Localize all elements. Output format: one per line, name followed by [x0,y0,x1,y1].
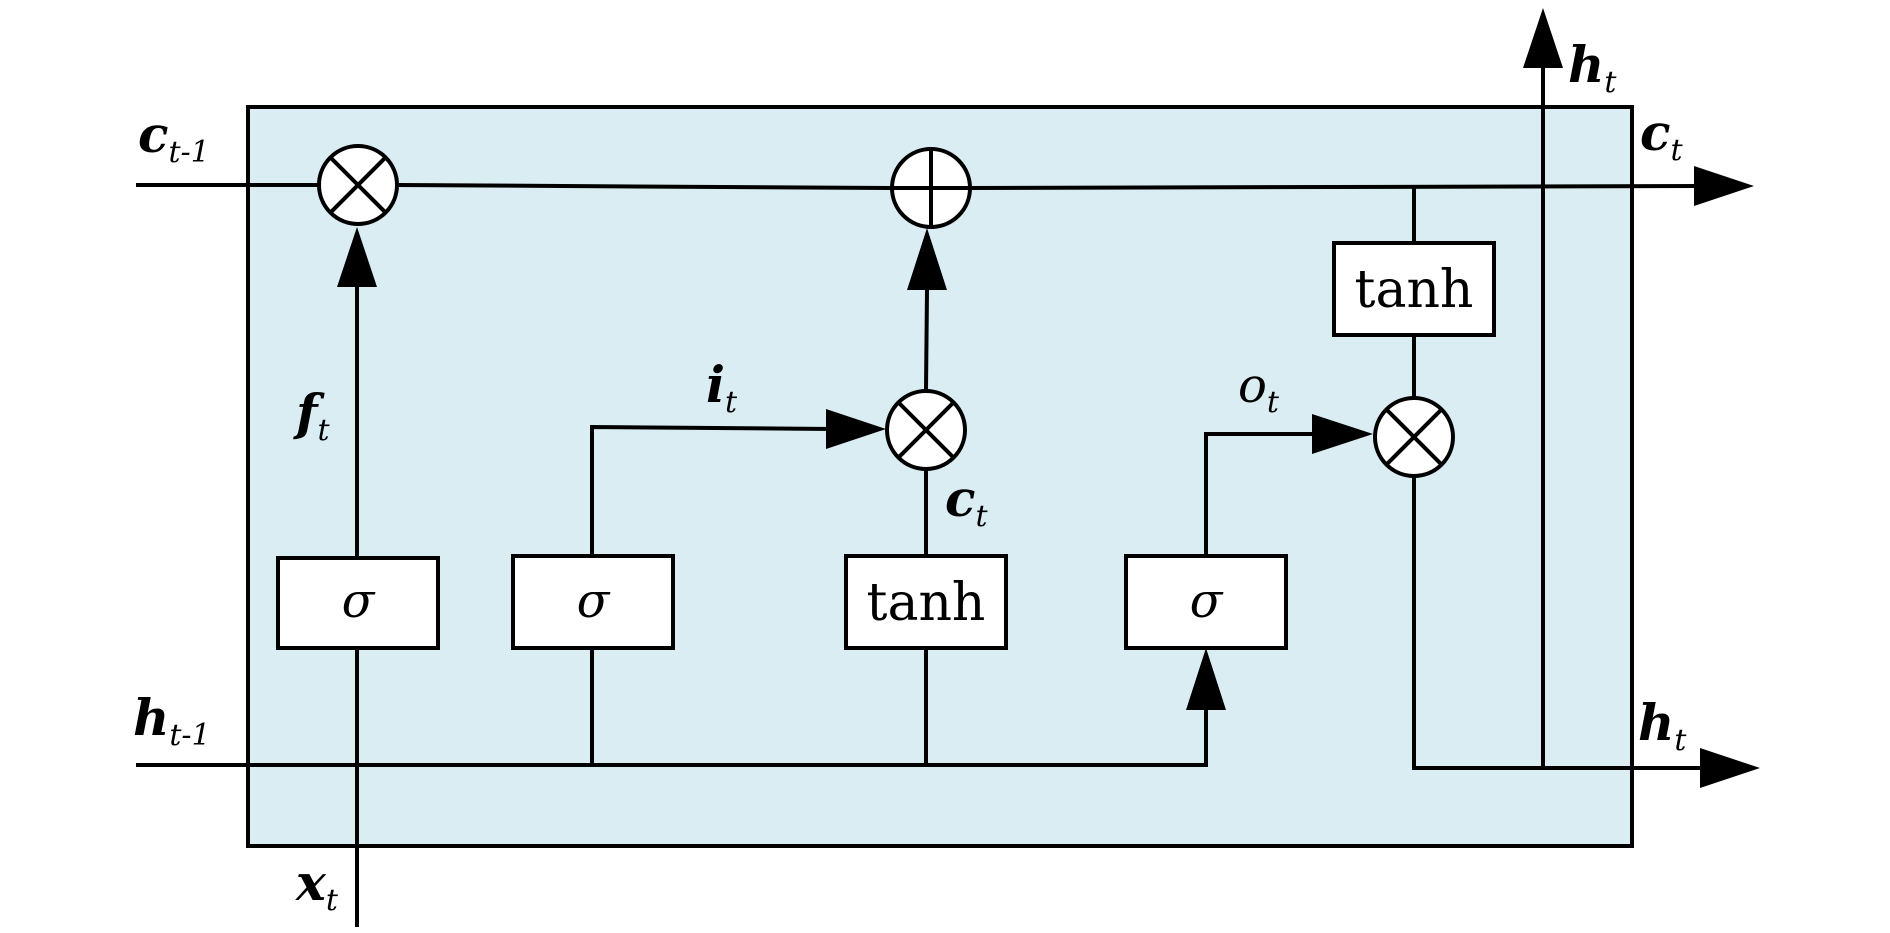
input-gate-box [511,554,675,650]
i-sub: t [725,385,738,420]
h-top-label: ht [1568,35,1617,100]
c-out-main: c [1640,103,1670,162]
o-sub: t [1267,385,1280,420]
input-mult-arrowhead [907,228,947,290]
c-out-label: ct [1640,103,1683,168]
output-gate-label: σ [1190,573,1224,629]
output-gate-output-line [1204,432,1320,558]
input-arrowhead [826,409,886,449]
ctilde-sub: t [975,499,988,534]
cell-tanh-box [1332,241,1496,337]
o-main: o [1238,358,1267,414]
i-main: i [706,355,725,414]
x-main: x [295,853,327,912]
h-prev-sub: t-1 [169,718,210,753]
cell-state-line-mid [395,182,895,191]
lstm-cell-body [246,105,1634,848]
h-top-main: h [1568,35,1604,94]
input-gate-label: σ [577,573,611,629]
h-out-main: h [1638,693,1674,752]
hidden-top-arrowhead [1523,8,1563,68]
h-prev-main: h [133,688,169,747]
hidden-output-line [1412,475,1706,770]
input-mult-output-line [923,287,930,393]
ctilde-label: ct [945,469,988,534]
x-label: xt [295,853,339,918]
ctilde-main: c [945,469,975,528]
output-arrowhead [1312,414,1373,454]
x-sub: t [326,883,339,918]
h-top-sub: t [1604,65,1617,100]
forget-gate-box [276,556,440,650]
h-out-label: ht [1638,693,1687,758]
i-label: it [706,355,738,420]
h-prev-label: ht-1 [133,688,211,753]
candidate-tanh-label: tanh [867,573,986,633]
forget-arrowhead [337,227,377,287]
c-out-sub: t [1670,133,1683,168]
cell-state-line-right [967,183,1703,191]
c-prev-sub: t-1 [168,135,209,170]
forget-multiply-icon [317,144,399,226]
h-out-sub: t [1674,723,1687,758]
cell-state-arrowhead [1694,166,1754,206]
input-multiply-icon [885,389,967,471]
input-gate-output-line [590,424,833,558]
c-prev-main: c [138,105,168,164]
cell-add-icon [890,147,972,229]
f-sub: t [318,413,331,448]
cell-tanh-label: tanh [1355,260,1474,320]
output-multiply-icon [1373,396,1455,478]
hidden-output-arrowhead [1700,748,1760,788]
forget-gate-label: σ [342,573,376,629]
output-gate-input-arrowhead [1186,648,1226,710]
o-label: ot [1238,358,1280,420]
c-prev-label: ct-1 [138,105,210,170]
